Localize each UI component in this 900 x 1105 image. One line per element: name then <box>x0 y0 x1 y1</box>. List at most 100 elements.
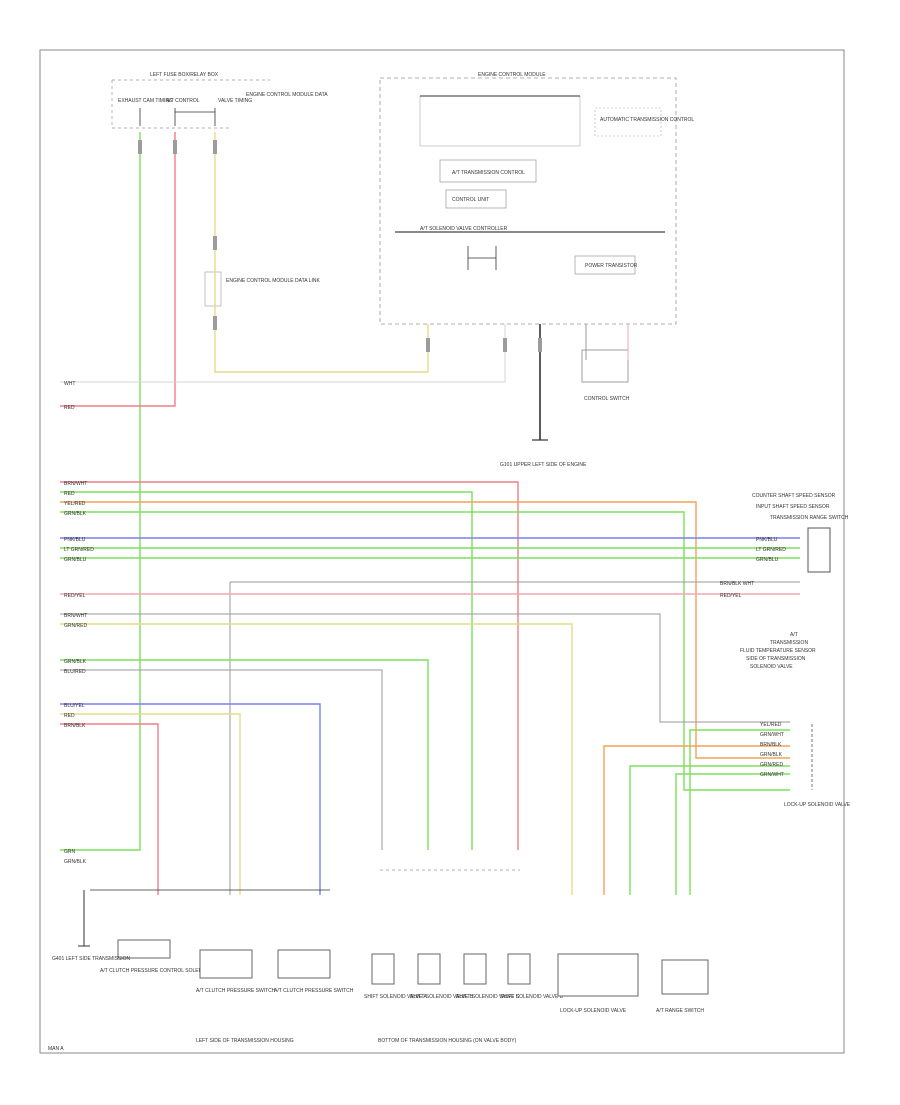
right-lower-connector: LOCK-UP SOLENOID VALVE <box>784 724 851 808</box>
wire-label-r4: GRN/BLK <box>760 752 783 758</box>
wire-label-w13: GRN/BLK <box>64 659 87 665</box>
connector-ecm-white <box>503 338 507 352</box>
module-sensor-box-label: A/T TRANSMISSION CONTROL <box>452 170 525 176</box>
wire-yellow-bus-2 <box>60 713 241 895</box>
bottom-left-ground-label: G401 LEFT SIDE TRANSMISSION <box>52 956 131 962</box>
bottom-group-left-label: LEFT SIDE OF TRANSMISSION HOUSING <box>196 1038 294 1044</box>
right-connector-title: COUNTER SHAFT SPEED SENSOR <box>752 493 836 499</box>
right-upper-connector: COUNTER SHAFT SPEED SENSOR INPUT SHAFT S… <box>752 493 849 573</box>
wire-label-ru3: GRN/BLU <box>756 557 779 563</box>
wire-label-w9: GRN/BLU <box>64 557 87 563</box>
wire-red-top <box>60 132 176 407</box>
component-shift-solenoid-c <box>463 953 487 985</box>
fuse-note-label: ENGINE CONTROL MODULE DATA <box>246 92 328 98</box>
component-range-switch <box>661 959 709 995</box>
wire-yellow-bus <box>60 623 573 895</box>
wire-label-ru1: PNK/BLU <box>756 537 778 543</box>
wire-label-w16: RED <box>64 713 75 719</box>
connector-green-top <box>138 140 142 154</box>
fuse-c-label: VALVE TIMING <box>218 98 252 104</box>
wire-label-ru5: RED/YEL <box>720 593 742 599</box>
module-bus-label: A/T SOLENOID VALVE CONTROLLER <box>420 226 508 232</box>
wire-label-r5: GRN/RED <box>760 762 783 768</box>
wire-label-w2: RED <box>64 405 75 411</box>
wire-label-w15: BLU/YEL <box>64 703 85 709</box>
fuse-block-label: LEFT FUSE BOX/RELAY BOX <box>150 72 219 78</box>
component-pressure-switch-b-label: A/T CLUTCH PRESSURE SWITCH <box>274 988 354 994</box>
wire-label-ru2: LT GRN/RED <box>756 547 786 553</box>
wire-label-w14: BLU/RED <box>64 669 86 675</box>
wire-label-r6: GRN/WHT <box>760 772 784 778</box>
right-connector-title2: INPUT SHAFT SPEED SENSOR <box>756 504 830 510</box>
footer-code: MAN A <box>48 1046 64 1052</box>
wire-green-bus-2 <box>60 511 790 791</box>
bottom-group-right-label: BOTTOM OF TRANSMISSION HOUSING (ON VALVE… <box>378 1038 517 1044</box>
wire-label-r1: YEL/RED <box>760 722 782 728</box>
right-mid-note-5: SOLENOID VALVE <box>750 664 793 670</box>
wire-label-w7: PNK/BLU <box>64 537 86 543</box>
component-pressure-switch-a <box>199 949 253 979</box>
wire-gray-bus-2 <box>60 613 790 723</box>
connector-ecm-ground <box>538 338 542 352</box>
component-pressure-solenoid-label: A/T CLUTCH PRESSURE CONTROL SOLENOID VAL… <box>100 968 233 974</box>
wire-label-w6: GRN/BLK <box>64 511 87 517</box>
sensor-upper-right-label: CONTROL SWITCH <box>584 396 630 402</box>
right-mid-notes: A/T TRANSMISSION FLUID TEMPERATURE SENSO… <box>740 632 816 670</box>
wire-label-w17: BRN/BLK <box>64 723 86 729</box>
wire-label-w3: BRN/WHT <box>64 481 87 487</box>
wire-red-bus-2 <box>60 723 159 895</box>
connector-red-top <box>173 140 177 154</box>
wire-white-ecm <box>60 324 506 383</box>
wire-label-w10: RED/YEL <box>64 593 86 599</box>
right-mid-note-2: TRANSMISSION <box>770 640 808 646</box>
component-pressure-switch-b <box>277 949 331 979</box>
component-range-switch-label: A/T RANGE SWITCH <box>656 1008 704 1014</box>
components-group: A/T CLUTCH PRESSURE CONTROL SOLENOID VAL… <box>78 890 709 1014</box>
right-mid-note-4: SIDE OF TRANSMISSION <box>746 656 806 662</box>
wire-orange-bus <box>60 501 790 759</box>
module-right-box-label: AUTOMATIC TRANSMISSION CONTROL <box>600 117 694 123</box>
component-shift-solenoid-d-label: SHIFT SOLENOID VALVE D <box>500 994 564 1000</box>
right-mid-note-3: FLUID TEMPERATURE SENSOR <box>740 648 816 654</box>
ground-upper-label: G101 UPPER LEFT SIDE OF ENGINE <box>500 462 587 468</box>
component-shift-solenoid-d <box>507 953 531 985</box>
wire-green-bus <box>60 491 473 850</box>
right-mid-note-1: A/T <box>790 632 798 638</box>
ground-symbol-bottom <box>78 890 90 947</box>
engine-control-module: ENGINE CONTROL MODULE AUTOMATIC TRANSMIS… <box>379 72 694 325</box>
left-connector-note: ENGINE CONTROL MODULE DATA LINK <box>226 278 320 284</box>
wire-label-ru4: BRN/BLK WHT <box>720 581 754 587</box>
component-shift-solenoid-b <box>417 953 441 985</box>
wire-green-right-2 <box>629 765 790 895</box>
component-pressure-solenoid <box>117 939 171 959</box>
component-shift-solenoid-a-label: SHIFT SOLENOID VALVE A <box>364 994 427 1000</box>
wire-label-w4: RED <box>64 491 75 497</box>
wire-label-r2: GRN/WHT <box>760 732 784 738</box>
wire-orange-right <box>603 745 790 895</box>
wire-label-w8: LT GRN/RED <box>64 547 94 553</box>
wire-green-right <box>689 729 790 895</box>
right-connector-sub: TRANSMISSION RANGE SWITCH <box>770 515 849 521</box>
wire-label-w18: GRN <box>64 849 76 855</box>
wire-label-w1: WHT <box>64 381 75 387</box>
wire-labels-group: WHT RED BRN/WHT RED YEL/RED GRN/BLK PNK/BLU LT … <box>64 381 786 865</box>
module-power-box-label: POWER TRANSISTOR <box>585 263 638 269</box>
wire-label-w19: GRN/BLK <box>64 859 87 865</box>
component-shift-solenoid-c-label: SHIFT SOLENOID VALVE C <box>456 994 520 1000</box>
component-pressure-switch-a-label: A/T CLUTCH PRESSURE SWITCH <box>196 988 276 994</box>
wire-label-r3: BRN/BLK <box>760 742 782 748</box>
wires-group <box>60 132 800 895</box>
connector-yellow-low <box>213 316 217 330</box>
component-lockup-solenoid <box>557 953 639 997</box>
fuse-block: LEFT FUSE BOX/RELAY BOX EXHAUST CAM TIMI… <box>111 72 328 129</box>
connector-ecm-yellow <box>426 338 430 352</box>
wire-green-bus-5 <box>60 659 429 850</box>
wire-label-w12: GRN/RED <box>64 623 87 629</box>
wire-green-right-3 <box>675 773 790 895</box>
component-shift-solenoid-b-label: SHIFT SOLENOID VALVE B <box>410 994 474 1000</box>
component-lockup-solenoid-label: LOCK-UP SOLENOID VALVE <box>560 1008 627 1014</box>
right-lower-connector-label: LOCK-UP SOLENOID VALVE <box>784 802 851 808</box>
wire-green-main <box>60 132 141 851</box>
wire-yellow-ecm <box>214 132 429 373</box>
